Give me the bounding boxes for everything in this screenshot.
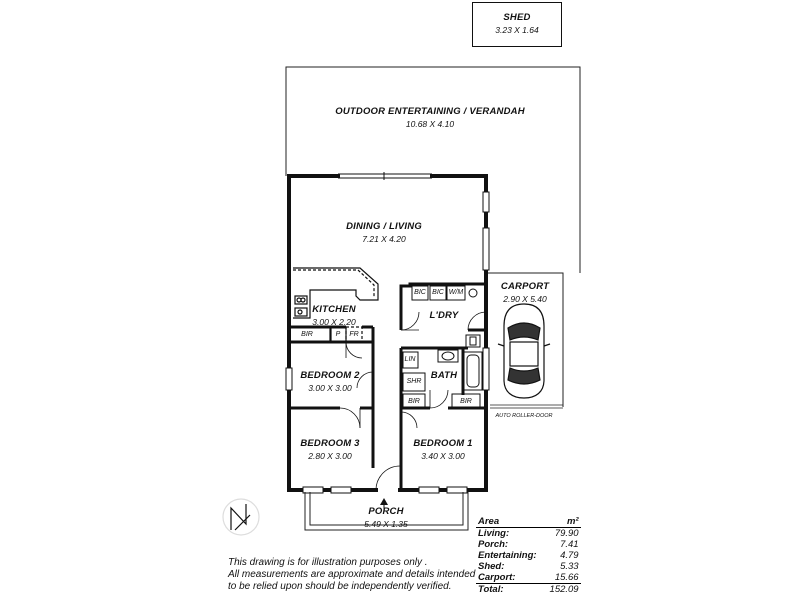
bath-label: BATH bbox=[430, 370, 458, 381]
porch-dims: 5.49 X 1.35 bbox=[364, 519, 408, 529]
area-row-label: Shed: bbox=[478, 561, 505, 572]
kitchen-dims: 3.00 X 2.20 bbox=[312, 317, 356, 327]
bedroom1-dims: 3.40 X 3.00 bbox=[421, 451, 465, 461]
bir-label-bed2: BIR bbox=[301, 331, 313, 338]
carport-label: CARPORT bbox=[500, 281, 550, 292]
bedroom2-dims: 3.00 X 3.00 bbox=[308, 383, 352, 393]
bir-label-bed1: BIR bbox=[460, 398, 472, 405]
shed-dims: 3.23 X 1.64 bbox=[495, 25, 539, 35]
carport-outline bbox=[488, 272, 564, 407]
bedroom1-room: BEDROOM 1 3.40 X 3.00 bbox=[413, 438, 472, 461]
area-row-value: 5.33 bbox=[560, 561, 579, 572]
windows-right bbox=[482, 191, 490, 391]
windows-left bbox=[285, 367, 293, 391]
area-row-label: Living: bbox=[478, 528, 510, 539]
outdoor-label: OUTDOOR ENTERTAINING / VERANDAH bbox=[335, 106, 525, 117]
bedroom3-label: BEDROOM 3 bbox=[300, 438, 360, 449]
kitchen-bench bbox=[289, 267, 379, 343]
bath-room: BATH bbox=[431, 370, 457, 381]
bic-label-1: BIC bbox=[414, 289, 426, 296]
outdoor-room: OUTDOOR ENTERTAINING / VERANDAH 10.68 X … bbox=[335, 106, 525, 129]
porch-label: PORCH bbox=[368, 506, 404, 517]
area-header-label: Area bbox=[476, 516, 539, 528]
entry-arrow-icon bbox=[380, 498, 388, 505]
fridge-label: FR bbox=[349, 331, 359, 338]
shed-box: SHED 3.23 X 1.64 bbox=[472, 2, 562, 47]
area-row: Carport: 15.66 bbox=[476, 572, 581, 584]
porch-room: PORCH 5.49 X 1.35 bbox=[364, 506, 407, 529]
area-row: Shed: 5.33 bbox=[476, 561, 581, 572]
roller-door bbox=[490, 404, 563, 409]
disclaimer: This drawing is for illustration purpose… bbox=[228, 557, 475, 593]
area-row: Porch: 7.41 bbox=[476, 539, 581, 550]
area-row-value: 79.90 bbox=[554, 528, 579, 539]
disclaimer-line-1: This drawing is for illustration purpose… bbox=[228, 557, 428, 568]
area-row-value: 7.41 bbox=[560, 539, 579, 550]
area-total-value: 152.09 bbox=[538, 583, 581, 595]
carport-dims: 2.90 X 5.40 bbox=[503, 294, 547, 304]
area-table-header: Area m² bbox=[476, 516, 581, 528]
area-row-label: Carport: bbox=[478, 572, 516, 583]
carport-room: CARPORT 2.90 X 5.40 bbox=[501, 281, 549, 304]
area-row: Living: 79.90 bbox=[476, 528, 581, 539]
sliding-door bbox=[338, 172, 432, 180]
car-icon bbox=[497, 303, 551, 399]
area-total-row: Total: 152.09 bbox=[476, 583, 581, 595]
windows-bottom bbox=[302, 486, 468, 494]
porch-outline bbox=[304, 492, 469, 531]
area-row-value: 15.66 bbox=[554, 572, 579, 583]
pantry-label: P bbox=[335, 331, 341, 338]
north-arrow-icon bbox=[222, 498, 260, 536]
shed-label: SHED bbox=[503, 12, 531, 23]
area-row-label: Entertaining: bbox=[478, 550, 537, 561]
verandah-outline bbox=[285, 66, 581, 273]
area-row-label: Porch: bbox=[478, 539, 509, 550]
area-table: Area m² Living: 79.90 Porch: 7.41 Entert… bbox=[476, 516, 581, 595]
laundry-room: L'DRY bbox=[430, 310, 459, 321]
laundry-cupboards bbox=[411, 285, 481, 348]
bir-label-bath: BIR bbox=[408, 398, 420, 405]
dining-label: DINING / LIVING bbox=[346, 221, 422, 232]
roller-door-label: AUTO ROLLER-DOOR bbox=[495, 413, 553, 419]
area-row-value: 4.79 bbox=[560, 550, 579, 561]
bedroom3-dims: 2.80 X 3.00 bbox=[308, 451, 352, 461]
door-swings bbox=[339, 311, 487, 491]
area-header-unit: m² bbox=[538, 516, 581, 528]
laundry-label: L'DRY bbox=[429, 310, 459, 321]
area-total-label: Total: bbox=[476, 583, 539, 595]
linen-label: LIN bbox=[404, 356, 416, 363]
bedroom2-label: BEDROOM 2 bbox=[300, 370, 360, 381]
bedroom1-label: BEDROOM 1 bbox=[413, 438, 473, 449]
bedroom2-room: BEDROOM 2 3.00 X 3.00 bbox=[300, 370, 359, 393]
kitchen-label: KITCHEN bbox=[312, 304, 356, 315]
outdoor-dims: 10.68 X 4.10 bbox=[405, 119, 455, 129]
dining-room: DINING / LIVING 7.21 X 4.20 bbox=[346, 221, 422, 244]
shower-label: SHR bbox=[406, 378, 422, 385]
area-row: Entertaining: 4.79 bbox=[476, 550, 581, 561]
dining-dims: 7.21 X 4.20 bbox=[362, 234, 406, 244]
kitchen-room: KITCHEN 3.00 X 2.20 bbox=[312, 304, 356, 327]
bath-fixtures bbox=[402, 349, 483, 409]
wm-label: W/M bbox=[448, 289, 464, 296]
disclaimer-line-3: to be relied upon should be independentl… bbox=[228, 581, 452, 592]
bedroom3-room: BEDROOM 3 2.80 X 3.00 bbox=[300, 438, 359, 461]
disclaimer-line-2: All measurements are approximate and det… bbox=[228, 569, 476, 580]
bic-label-2: BIC bbox=[432, 289, 444, 296]
